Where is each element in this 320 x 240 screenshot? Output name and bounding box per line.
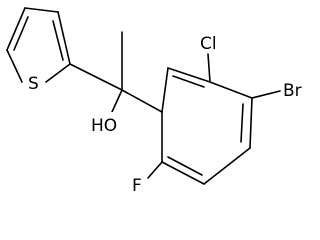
bond-b6-b1-inner — [167, 156, 203, 176]
atom-label-fluorine: F — [132, 176, 142, 196]
benzene-ring — [161, 67, 253, 185]
bond-b1-b2 — [161, 67, 169, 113]
bond-fluorine — [147, 161, 163, 179]
bond-chlorine — [207, 53, 211, 83]
thiophene-ring — [6, 7, 71, 83]
bond-c4-c5-inner — [13, 16, 29, 51]
atom-label-chlorine: Cl — [200, 34, 217, 54]
bond-b6-b1 — [161, 161, 205, 185]
bond-thienyl-quaternary-c — [69, 63, 123, 91]
bond-s-c2 — [45, 63, 71, 83]
molecule-structure: S HO Cl Br F — [6, 7, 302, 196]
atom-label-hydroxyl: HO — [91, 116, 117, 136]
bond-c2-c3-inner — [52, 20, 64, 61]
bond-b5-b6 — [203, 147, 251, 185]
bond-hydroxyl — [111, 89, 123, 113]
bond-c2-c3 — [57, 11, 71, 65]
bond-c3-c4 — [24, 7, 59, 13]
bond-bromine — [251, 90, 281, 99]
bond-c5-s — [6, 49, 23, 83]
bond-b4-b5-inner — [240, 103, 244, 143]
bond-b4-b5 — [249, 97, 253, 149]
atom-label-sulfur: S — [28, 74, 39, 94]
bond-c4-c5 — [6, 7, 26, 51]
bond-b2-b3 — [167, 67, 211, 83]
bond-quaternary-c-aryl — [121, 89, 163, 113]
bond-b2-b3-inner — [172, 75, 205, 88]
atom-label-bromine: Br — [283, 81, 302, 101]
bond-b3-b4 — [209, 81, 253, 99]
